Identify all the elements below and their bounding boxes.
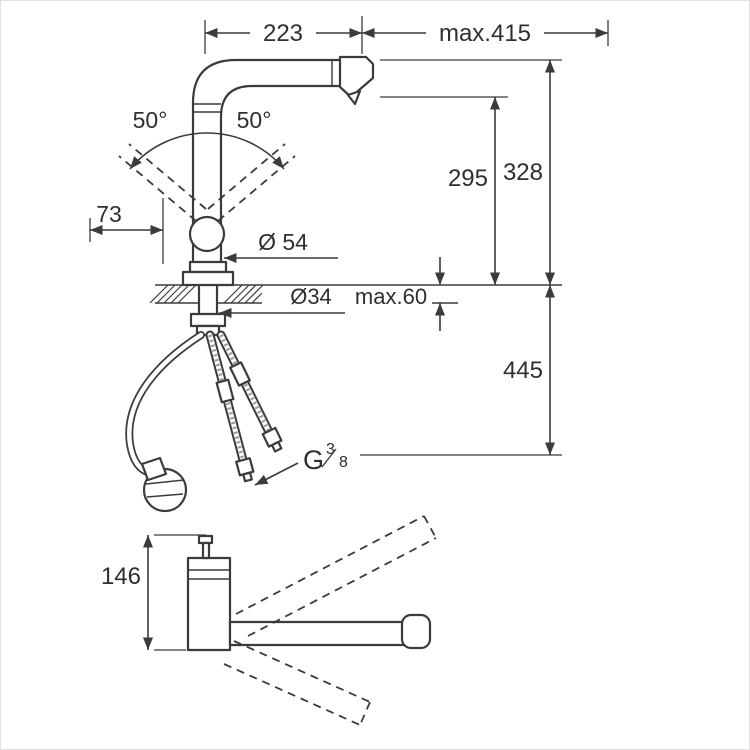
side-spout-head <box>400 613 432 650</box>
thread-g-label: G <box>303 445 324 475</box>
dim-50-left-label: 50° <box>133 107 168 133</box>
side-arm-swivel-up <box>235 515 437 637</box>
side-lever-stem <box>201 541 211 560</box>
dim-max415: max.415 <box>362 20 609 47</box>
supply-hose-2-braid <box>219 334 271 433</box>
dim-223: 223 <box>204 16 363 54</box>
dim-dia54-label: Ø 54 <box>258 229 308 255</box>
base-collar-top <box>188 260 228 274</box>
hose-end-connector-2 <box>261 426 283 453</box>
spout-head <box>338 55 375 99</box>
dim-295-label: 295 <box>448 165 488 192</box>
dim-max60: max.60 <box>355 257 445 331</box>
hoses-and-spray <box>125 330 283 513</box>
dim-328-label: 328 <box>503 159 543 186</box>
side-base-collar <box>188 569 230 580</box>
hose-end-connector-1 <box>235 457 255 483</box>
dim-swivel-right: 50° <box>206 107 296 222</box>
deck-hatching <box>149 284 264 304</box>
faucet-front-view <box>181 55 375 287</box>
dim-50-right-label: 50° <box>237 107 272 133</box>
dim-223-label: 223 <box>263 20 303 47</box>
lever-position-left <box>118 143 207 222</box>
spout-inner-outline <box>219 84 343 274</box>
dim-swivel-left: 50° <box>118 107 208 222</box>
lever-ball-joint <box>188 215 226 253</box>
pullout-hose-inner <box>127 332 204 476</box>
dim-146: 146 <box>101 534 206 651</box>
side-spout-arm <box>228 620 410 647</box>
mounting-deck <box>149 283 562 337</box>
dimension-annotations: 223 max.415 50° 50° 73 Ø 5 <box>89 16 609 651</box>
thread-fraction-slash <box>321 448 337 468</box>
dim-dia34-label: Ø34 <box>290 284 332 309</box>
side-base-body <box>186 556 232 652</box>
dim-max60-label: max.60 <box>355 284 427 309</box>
dim-328: 328 <box>380 59 562 285</box>
threaded-shank <box>197 283 219 316</box>
faucet-side-view <box>186 515 437 726</box>
lever-position-right <box>207 143 296 222</box>
dim-445: 445 <box>360 285 562 456</box>
thread-denominator: 8 <box>339 454 348 471</box>
spray-head-detail <box>145 479 185 498</box>
dim-dia54: Ø 54 <box>224 229 338 263</box>
dim-295: 295 <box>380 96 508 285</box>
dim-146-extensions <box>154 534 206 651</box>
dim-g38: G 3 8 <box>254 441 348 486</box>
dim-73-label: 73 <box>96 201 122 227</box>
pullout-hose-outer <box>125 331 205 477</box>
dim-445-label: 445 <box>503 357 543 384</box>
hose-coupling-1 <box>215 378 235 404</box>
dim-146-label: 146 <box>101 563 141 590</box>
aerator-tip <box>346 89 362 106</box>
hose-coupling-2 <box>229 361 251 387</box>
dim-dia34: Ø34 <box>219 284 345 318</box>
dim-max415-label: max.415 <box>439 20 531 47</box>
supply-hose-1-braid <box>208 334 245 461</box>
thread-numerator: 3 <box>326 441 335 458</box>
spout-outer-outline <box>191 58 343 274</box>
side-arm-swivel-down <box>223 640 371 726</box>
mounting-nut <box>189 312 227 328</box>
escutcheon <box>181 270 235 287</box>
spray-head-neck <box>140 456 168 482</box>
swivel-joint-marks <box>193 60 333 113</box>
dim-73: 73 <box>89 198 164 264</box>
